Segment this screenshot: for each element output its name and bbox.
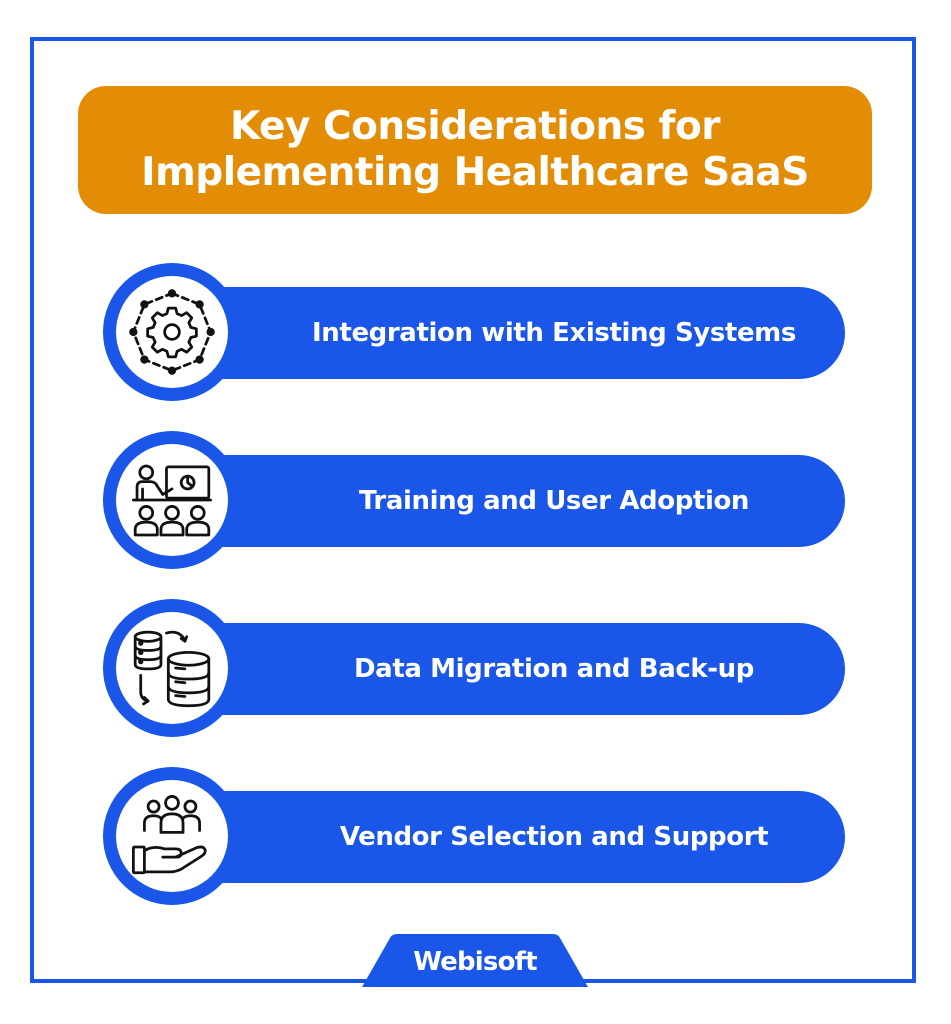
- consideration-label: Integration with Existing Systems: [312, 318, 796, 348]
- presentation-audience-icon: [131, 464, 213, 537]
- consideration-item-training: Training and User Adoption: [103, 431, 845, 569]
- consideration-pill: Integration with Existing Systems: [163, 287, 845, 379]
- gear-network-icon: [129, 289, 215, 375]
- brand-logo: Webisoft: [362, 934, 588, 987]
- brand-name: Webisoft: [413, 946, 537, 977]
- consideration-item-data-migration: Data Migration and Back-up: [103, 599, 845, 737]
- consideration-pill: Data Migration and Back-up: [163, 623, 845, 715]
- icon-badge: [103, 767, 241, 905]
- title-banner: Key Considerations for Implementing Heal…: [78, 86, 872, 214]
- database-transfer-icon: [133, 630, 211, 708]
- icon-badge: [103, 599, 241, 737]
- hand-people-support-icon: [131, 795, 207, 875]
- consideration-label: Vendor Selection and Support: [339, 822, 769, 852]
- consideration-item-integration: Integration with Existing Systems: [103, 263, 845, 401]
- consideration-pill: Vendor Selection and Support: [163, 791, 845, 883]
- consideration-pill: Training and User Adoption: [163, 455, 845, 547]
- page-title: Key Considerations for Implementing Heal…: [141, 104, 809, 195]
- icon-badge: [103, 431, 241, 569]
- consideration-label: Training and User Adoption: [358, 486, 750, 516]
- logo-tab-shape: [362, 934, 588, 987]
- icon-badge: [103, 263, 241, 401]
- consideration-label: Data Migration and Back-up: [354, 654, 754, 684]
- consideration-item-vendor-selection: Vendor Selection and Support: [103, 767, 845, 905]
